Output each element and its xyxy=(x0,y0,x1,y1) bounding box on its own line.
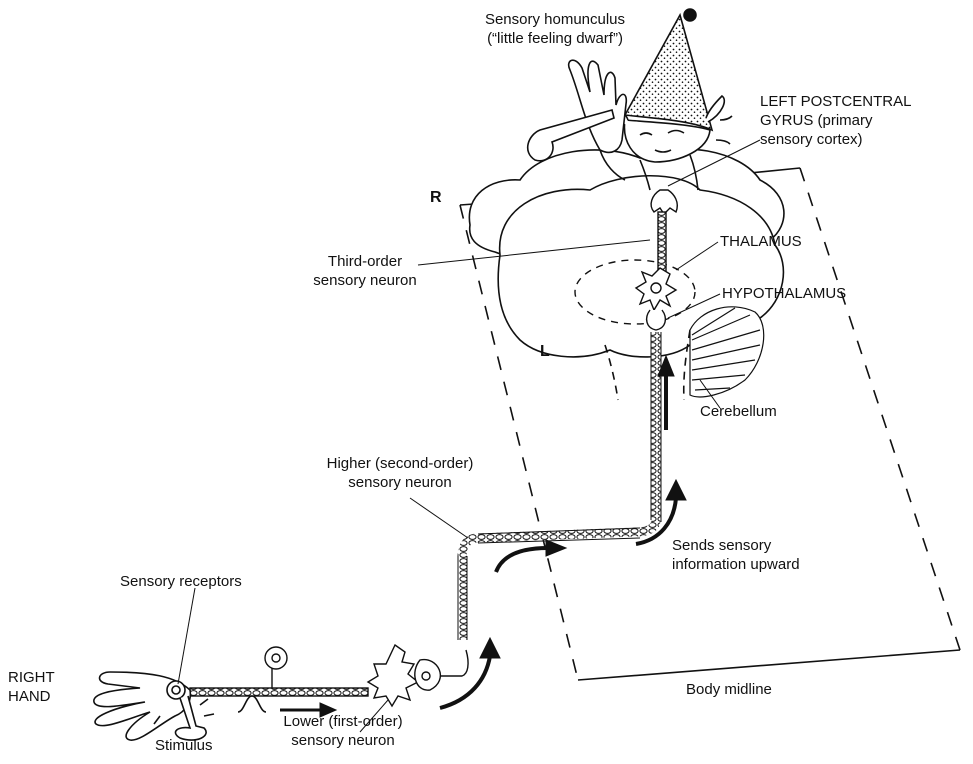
homunculus-hand xyxy=(569,60,627,152)
sends-upward-label: Sends sensory information upward xyxy=(672,536,800,574)
second-order-label-line-1: Higher (second-order) xyxy=(290,454,510,473)
sends-upward-label-line-2: information upward xyxy=(672,555,800,574)
second-order-label: Higher (second-order) sensory neuron xyxy=(290,454,510,492)
arrow-second-right xyxy=(496,548,548,572)
homunculus-ear-right xyxy=(706,96,724,122)
first-order-label: Lower (first-order) sensory neuron xyxy=(268,712,418,750)
body-midline-label: Body midline xyxy=(686,680,772,699)
right-hemisphere-label: R xyxy=(430,188,442,207)
postcentral-gyrus-label: LEFT POSTCENTRAL GYRUS (primary sensory … xyxy=(760,92,911,149)
third-order-label-line-1: Third-order xyxy=(300,252,430,271)
right-hand-label-line-2: HAND xyxy=(8,687,55,706)
thalamus-label: THALAMUS xyxy=(720,232,802,251)
dorsal-root-ganglion xyxy=(368,645,418,706)
homunculus-label-line-2: (“little feeling dwarf”) xyxy=(440,29,670,48)
homunculus-label-line-1: Sensory homunculus xyxy=(440,10,670,29)
postcentral-label-line-1: LEFT POSTCENTRAL xyxy=(760,92,911,111)
leader-receptors xyxy=(178,588,195,684)
arrow-first-up xyxy=(440,656,490,708)
third-order-label-line-2: sensory neuron xyxy=(300,271,430,290)
third-order-label: Third-order sensory neuron xyxy=(300,252,430,290)
first-order-label-line-2: sensory neuron xyxy=(268,731,418,750)
hypothalamus-label: HYPOTHALAMUS xyxy=(722,284,846,303)
first-order-neuron xyxy=(190,645,468,706)
cerebellum-label: Cerebellum xyxy=(700,402,777,421)
left-hemisphere-label: L xyxy=(540,342,550,361)
sensory-receptors-label: Sensory receptors xyxy=(120,572,242,591)
hat-pompom xyxy=(684,9,696,21)
second-order-label-line-2: sensory neuron xyxy=(290,473,510,492)
postcentral-label-line-2: GYRUS (primary xyxy=(760,111,911,130)
right-hand xyxy=(94,672,266,740)
postcentral-label-line-3: sensory cortex) xyxy=(760,130,911,149)
impulse-wave xyxy=(238,696,266,712)
right-hand-label-line-1: RIGHT xyxy=(8,668,55,687)
cerebellum xyxy=(690,307,764,397)
leader-second-order xyxy=(410,498,468,538)
sends-upward-label-line-1: Sends sensory xyxy=(672,536,800,555)
first-order-label-line-1: Lower (first-order) xyxy=(268,712,418,731)
stimulus-label: Stimulus xyxy=(155,736,213,755)
right-hand-label: RIGHT HAND xyxy=(8,668,55,706)
homunculus-label: Sensory homunculus (“little feeling dwar… xyxy=(440,10,670,48)
